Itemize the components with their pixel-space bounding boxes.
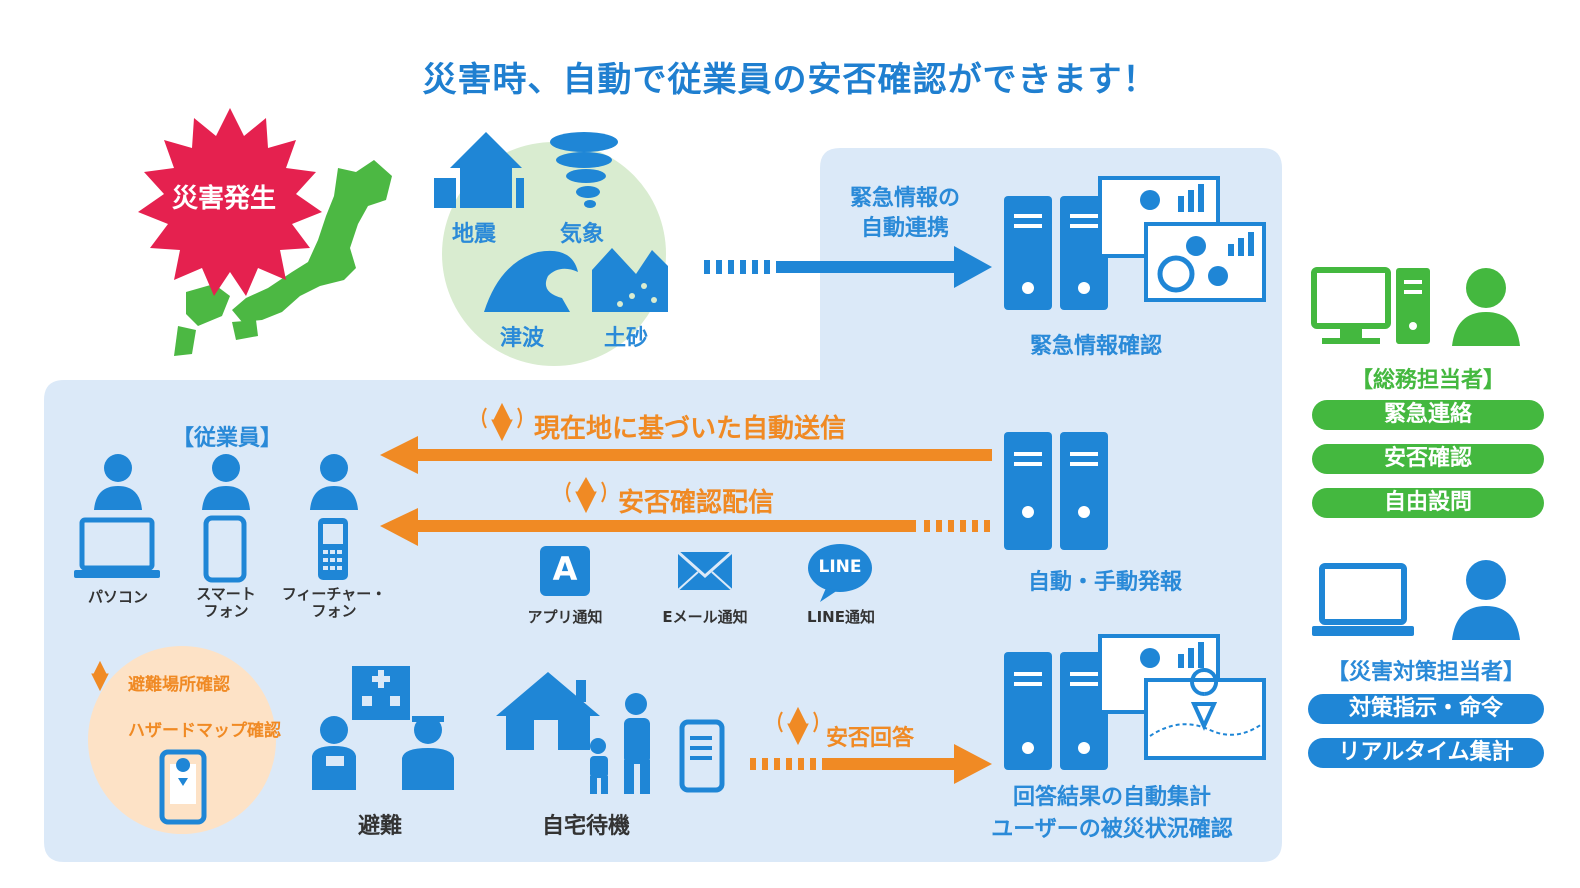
family-icon [590,693,650,794]
rescuer-person-icon [402,716,454,790]
map-dashboard-icon [1098,634,1266,760]
japan-map-icon [174,160,392,356]
smartphone-icon [203,515,247,583]
disaster-burst-icon [138,108,322,296]
email-notification-label: Eメール通知 [662,608,748,626]
auto-send-arrow [380,436,992,474]
results-label-line1: 回答結果の自動集計 [1012,785,1211,810]
reply-arrow [750,744,992,784]
dispatch-label: 自動・手動発報 [1028,570,1183,595]
dispatch-server-icon [1004,432,1108,550]
tornado-icon [550,132,618,208]
admin-desktop-icon [1311,267,1430,344]
employee-person-icon [94,454,358,510]
earthquake-house-icon [434,132,524,208]
emergency-contact-pill: 緊急連絡 [1312,400,1544,430]
disaster-occurrence-label: 災害発生 [172,184,277,214]
aggregation-server-icon [1004,652,1108,770]
device-featurephone-label: フィーチャー・ フォン [281,585,387,620]
hazard-map-check-label: ハザードマップ確認 [128,721,281,741]
emergency-info-check-label: 緊急情報確認 [1030,334,1163,359]
admin-person-icon [1452,268,1520,346]
dashboard-icon [1098,176,1266,302]
safety-delivery-arrow [380,508,990,546]
safety-delivery-label: 安否確認配信 [618,488,775,518]
results-label-line2: ユーザーの被災状況確認 [991,817,1233,842]
free-question-pill: 自由設問 [1312,488,1544,518]
safety-check-pill: 安否確認 [1312,444,1544,474]
tsunami-wave-icon [484,250,578,312]
line-notification-icon [808,544,872,602]
earthquake-label: 地震 [452,222,497,247]
hospital-icon [352,666,410,720]
evacuation-info-circle [88,646,276,834]
auto-send-label: 現在地に基づいた自動送信 [534,414,847,444]
weather-label: 気象 [560,222,605,247]
home-icon [496,672,600,750]
tsunami-label: 津波 [500,326,545,351]
line-notification-label: LINE通知 [807,608,875,626]
line-icon-text: LINE [818,557,862,577]
safety-reply-label: 安否回答 [826,726,915,751]
evacuate-label: 避難 [358,814,403,839]
landslide-icon [592,248,668,312]
app-notification-label: アプリ通知 [527,608,603,626]
auto-link-label-line2: 自動連携 [860,216,949,241]
evacuation-site-check-label: 避難場所確認 [128,675,230,695]
auto-link-arrow [704,246,992,288]
landslide-label: 土砂 [604,326,649,351]
device-pc-label: パソコン [87,588,148,606]
pc-laptop-icon [74,517,160,578]
auto-link-label-line1: 緊急情報の [849,186,960,211]
feature-phone-icon [318,518,348,580]
auto-link-label: 緊急情報の 自動連携 [830,184,980,244]
emergency-server-icon [1004,196,1108,310]
home-standby-label: 自宅待機 [542,814,631,839]
realtime-aggregation-pill: リアルタイム集計 [1308,738,1544,768]
general-affairs-heading: 【総務担当者】 [1350,368,1505,393]
disaster-officer-heading: 【災害対策担当者】 [1326,660,1525,685]
map-phone-icon [159,749,207,825]
results-label: 回答結果の自動集計 ユーザーの被災状況確認 [950,782,1274,846]
page-title: 災害時、自動で従業員の安否確認ができます！ [422,60,1158,100]
instruction-command-pill: 対策指示・命令 [1308,694,1544,724]
officer-laptop-icon [1312,563,1414,636]
app-notification-icon [540,546,590,596]
device-smartphone-label: スマート フォン [196,585,256,620]
employees-heading: 【従業員】 [172,426,283,451]
email-notification-icon [677,550,733,591]
injured-person-icon [312,716,356,790]
reply-phone-icon [679,719,725,793]
officer-person-icon [1452,560,1520,640]
app-icon-letter: A [552,550,578,588]
